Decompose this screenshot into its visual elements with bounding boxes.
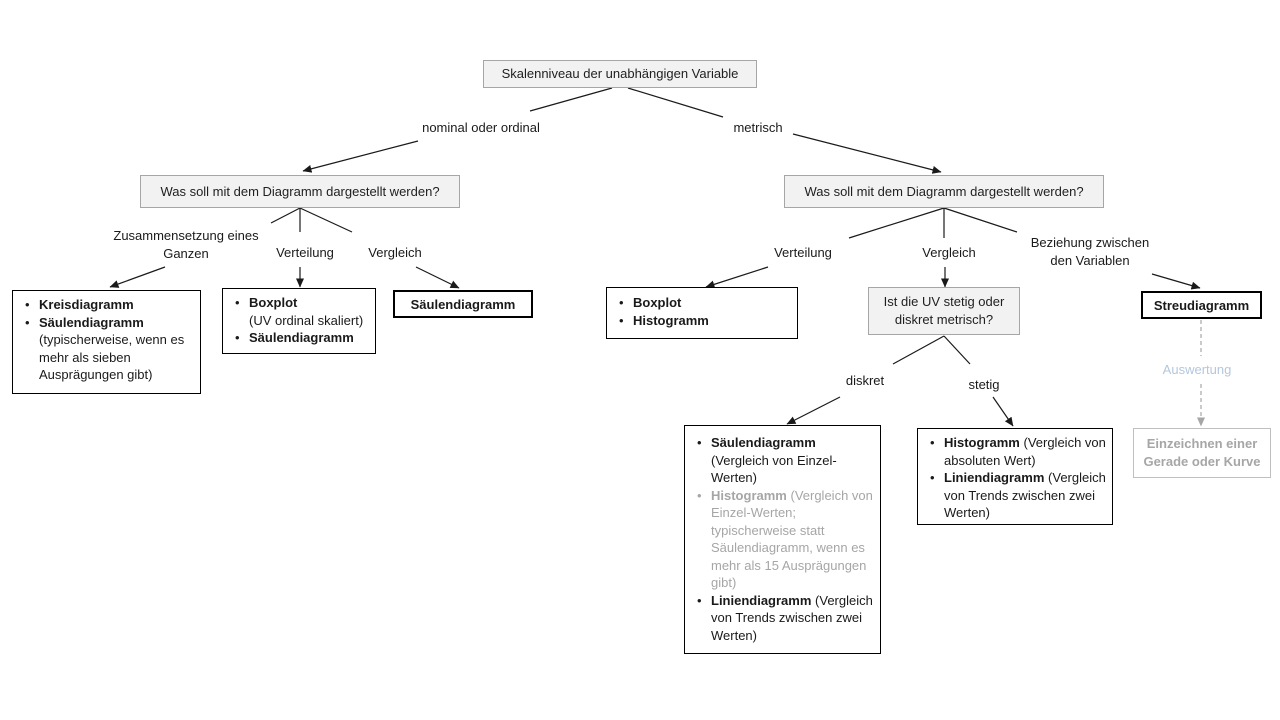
node-composition-result: Kreisdiagramm Säulendiagramm (typischerw… xyxy=(12,290,201,394)
edge-label-diskret: diskret xyxy=(845,373,885,388)
list-item: Säulendiagramm (Vergleich von Einzel-Wer… xyxy=(694,434,875,487)
chart-type-name: Säulendiagramm xyxy=(39,314,144,330)
edge-label-relationship: Beziehung zwischen den Variablen xyxy=(1000,234,1180,269)
node-right-question: Was soll mit dem Diagramm dargestellt we… xyxy=(784,175,1104,208)
chart-type-note: (typischerweise, wenn es mehr als sieben… xyxy=(39,332,185,382)
list-item: Boxplot (UV ordinal skaliert) xyxy=(232,294,370,329)
node-discrete-result: Säulendiagramm (Vergleich von Einzel-Wer… xyxy=(684,425,881,654)
node-left-question: Was soll mit dem Diagramm dargestellt we… xyxy=(140,175,460,208)
node-comparison-left-result: Säulendiagramm xyxy=(393,290,533,318)
node-continuous-result: Histogramm (Vergleich von absoluten Wert… xyxy=(917,428,1113,525)
edge-label-comparison-left: Vergleich xyxy=(368,245,422,260)
edge-label-auswertung: Auswertung xyxy=(1162,362,1232,377)
edge-label-composition: Zusammensetzung eines Ganzen xyxy=(96,227,276,262)
edge-label-composition-line1: Zusammensetzung eines xyxy=(113,228,259,243)
node-root-question: Skalenniveau der unabhängigen Variable xyxy=(483,60,757,88)
uv-question-label: Ist die UV stetig oder diskret metrisch? xyxy=(883,294,1005,327)
edge-label-composition-line2: Ganzen xyxy=(163,245,209,261)
list-item: Kreisdiagramm xyxy=(22,296,195,314)
chart-type-note: (Vergleich von absoluten Wert) xyxy=(944,435,1106,468)
list-item: Histogramm xyxy=(616,312,792,330)
list-item: Liniendiagramm (Vergleich von Trends zwi… xyxy=(927,469,1107,522)
chart-type-note: (UV ordinal skaliert) xyxy=(249,312,364,328)
list-item: Histogramm (Vergleich von Einzel-Werten;… xyxy=(694,487,875,592)
list-item: Säulendiagramm (typischerweise, wenn es … xyxy=(22,314,195,384)
chart-type-name: Boxplot xyxy=(633,295,682,310)
chart-type-note: (Vergleich von Einzel-Werten; typischerw… xyxy=(711,487,873,591)
node-relationship-result: Streudiagramm xyxy=(1141,291,1262,319)
chart-type-name: Säulendiagramm xyxy=(249,330,354,345)
chart-type-name: Kreisdiagramm xyxy=(39,297,134,312)
chart-type-name: Streudiagramm xyxy=(1153,297,1250,313)
chart-type-note: (Vergleich von Trends zwischen zwei Wert… xyxy=(711,592,873,643)
evaluation-label: Einzeichnen einer Gerade oder Kurve xyxy=(1143,436,1261,469)
node-distribution-right-result: Boxplot Histogramm xyxy=(606,287,798,339)
edge-label-metrisch: metrisch xyxy=(733,120,783,135)
chart-type-name: Säulendiagramm xyxy=(410,296,516,312)
chart-type-name: Histogramm xyxy=(711,487,787,503)
chart-type-name: Liniendiagramm xyxy=(711,592,812,608)
chart-type-note: (Vergleich von Trends zwischen zwei Wert… xyxy=(944,470,1106,520)
edge-label-distribution-right: Verteilung xyxy=(774,245,832,260)
list-item: Boxplot xyxy=(616,294,792,312)
chart-type-name: Histogramm xyxy=(633,312,709,328)
chart-type-name: Boxplot xyxy=(249,295,298,310)
edge-label-comparison-right: Vergleich xyxy=(922,245,976,260)
list-item: Histogramm (Vergleich von absoluten Wert… xyxy=(927,434,1107,469)
node-distribution-left-result: Boxplot (UV ordinal skaliert) Säulendiag… xyxy=(222,288,376,354)
list-item: Säulendiagramm xyxy=(232,329,370,347)
edge-label-relationship-line2: den Variablen xyxy=(1050,252,1130,268)
root-question-label: Skalenniveau der unabhängigen Variable xyxy=(501,66,739,81)
chart-type-name: Liniendiagramm xyxy=(944,470,1045,485)
node-evaluation-result: Einzeichnen einer Gerade oder Kurve xyxy=(1133,428,1271,478)
edge-label-nominal-ordinal: nominal oder ordinal xyxy=(422,120,540,135)
edge-label-relationship-line1: Beziehung zwischen xyxy=(1030,235,1150,250)
right-question-label: Was soll mit dem Diagramm dargestellt we… xyxy=(804,184,1084,199)
edge-label-distribution-left: Verteilung xyxy=(276,245,334,260)
edge-label-stetig: stetig xyxy=(968,377,1000,392)
node-uv-question: Ist die UV stetig oder diskret metrisch? xyxy=(868,287,1020,335)
left-question-label: Was soll mit dem Diagramm dargestellt we… xyxy=(160,184,440,199)
list-item: Liniendiagramm (Vergleich von Trends zwi… xyxy=(694,592,875,645)
chart-type-note: (Vergleich von Einzel-Werten) xyxy=(711,452,837,486)
chart-type-name: Histogramm xyxy=(944,435,1020,450)
chart-type-name: Säulendiagramm xyxy=(711,435,816,450)
